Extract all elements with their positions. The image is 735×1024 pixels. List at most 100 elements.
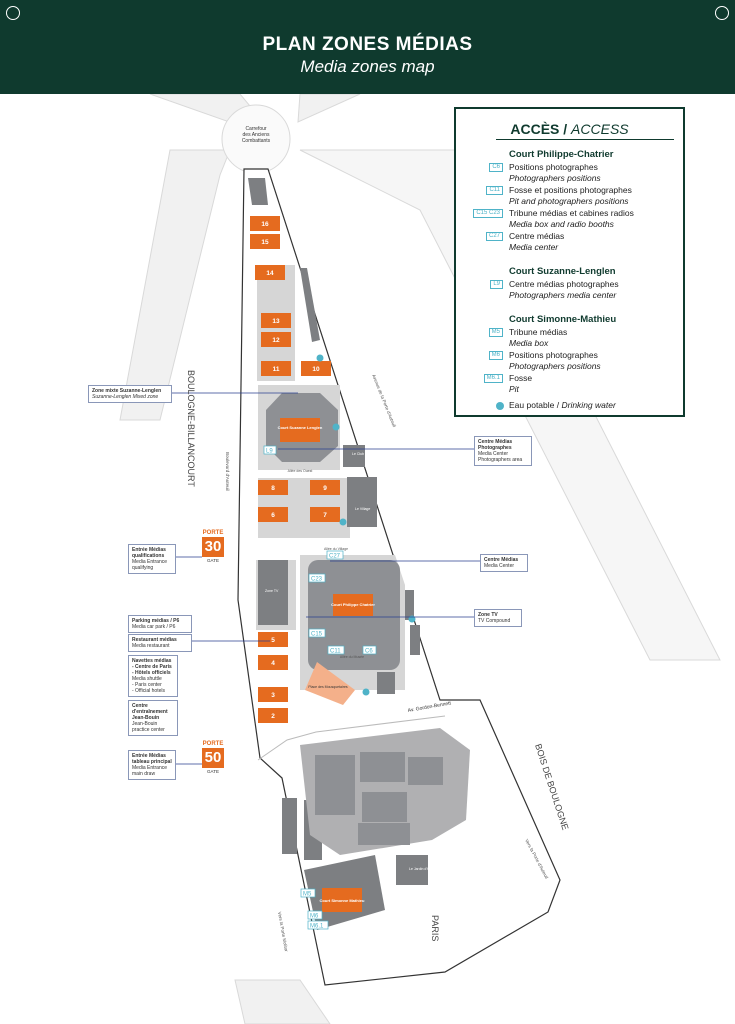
code-c15: C15 (311, 632, 323, 638)
water-icon (316, 354, 324, 362)
gate-50-number: 50 (202, 748, 224, 768)
gate-50: PORTE 50 GATE (202, 741, 224, 774)
boulevard-label: Boulevard d'Auteuil (225, 452, 230, 491)
paris-label: PARIS (430, 915, 440, 941)
legend-item: C6 Positions photographes (456, 162, 683, 173)
court-10-label: 10 (312, 366, 320, 373)
inner-road (257, 715, 446, 761)
page-subtitle: Media zones map (300, 57, 435, 76)
court-11-label: 11 (273, 366, 280, 373)
legend-text-en: Media box (509, 338, 549, 348)
code-m5: M5 (303, 892, 312, 898)
court-3-block (258, 687, 288, 702)
legend-item: C15 C23 Tribune médias et cabines radios (456, 208, 683, 219)
page-title: PLAN ZONES MÉDIAS (262, 34, 473, 55)
court-chatrier-block (333, 594, 373, 616)
legend-text-en: Pit and photographers positions (509, 196, 629, 206)
court-16-block (250, 216, 280, 231)
legend-title: ACCÈS / ACCESS (510, 121, 629, 137)
legend-code: C6 (489, 163, 503, 172)
court-8-block (258, 480, 288, 495)
legend-section-heading: Court Philippe-Chatrier (509, 149, 614, 160)
legend-section-heading: Court Simonne-Mathieu (509, 314, 617, 325)
bois-label: BOIS DE BOULOGNE (533, 743, 570, 832)
legend-section-heading: Court Suzanne-Lenglen (509, 266, 616, 277)
gate-30: PORTE 30 GATE (202, 530, 224, 563)
legend-code: M5 (488, 328, 503, 337)
legend-code: C11 (486, 186, 503, 195)
court-mathieu-label: Court Simonne Mathieu (320, 898, 365, 903)
water-icon (496, 402, 504, 410)
legend-rule (496, 139, 674, 140)
court-14-label: 14 (266, 270, 274, 277)
allee-village-label: Allée du Village (324, 547, 348, 551)
callout-shuttle: Navettes médias- Centre de Paris- Hôtels… (128, 655, 178, 697)
boulogne-label: BOULOGNE-BILLANCOURT (186, 370, 196, 487)
court-7-label: 7 (323, 512, 327, 519)
legend-text-fr: Centre médias (509, 231, 565, 241)
map-codes: L9 C27 C23 C15 C11 C6 M5 M6 M6.1 (263, 445, 377, 930)
court-7-block (310, 507, 340, 522)
legend-item: M5 Tribune médias (456, 327, 683, 338)
code-c27: C27 (329, 554, 341, 560)
zone-tv-label: Zone TV (265, 589, 279, 593)
court-10-block (301, 361, 331, 376)
legend-text-fr: Tribune médias et cabines radios (509, 208, 634, 218)
legend-item: C27 Centre médias (456, 231, 683, 242)
legend-text-fr: Positions photographes (509, 162, 598, 172)
court-8-label: 8 (271, 485, 275, 492)
court-6-block (258, 507, 288, 522)
street-network (119, 94, 721, 1024)
jardin-label: Le Jardin d'hiver (409, 867, 435, 871)
legend-text-fr: Centre médias photographes (509, 279, 619, 289)
court-4-block (258, 655, 288, 670)
court-12-block (261, 332, 291, 347)
water-icon (362, 688, 370, 696)
code-c6: C6 (365, 649, 373, 655)
legend-text-fr: Tribune médias (509, 327, 568, 337)
court-5-block (258, 632, 288, 647)
gate-30-number: 30 (202, 537, 224, 557)
header-banner: PLAN ZONES MÉDIAS Media zones map (0, 0, 735, 94)
avenue-label: Avenue de la Porte d'Auteuil (371, 374, 397, 428)
court-2-label: 2 (271, 713, 275, 720)
court-mathieu-block (322, 888, 362, 912)
court-16-label: 16 (261, 221, 269, 228)
legend-code: C15 C23 (473, 209, 503, 218)
court-3-label: 3 (271, 692, 275, 699)
code-c23: C23 (311, 577, 323, 583)
legend-text-en: Pit (509, 384, 519, 394)
callout-lines (168, 392, 480, 765)
water-icon (339, 518, 347, 526)
court-4-label: 4 (271, 660, 275, 667)
court-chatrier-label: Court Philippe Chatrier (331, 602, 375, 607)
legend-text-fr: Fosse et positions photographes (509, 185, 632, 195)
legend-text-fr: Fosse (509, 373, 533, 383)
allee-ouest-label: Allée des Ouest (288, 469, 313, 473)
legend-text-en: Photographers positions (509, 173, 601, 183)
court-11-block (261, 361, 291, 376)
court-12-label: 12 (272, 337, 280, 344)
legend-text-en: Photographers media center (509, 290, 617, 300)
court-2-block (258, 708, 288, 723)
court-13-label: 13 (272, 318, 280, 325)
legend-text-en: Photographers positions (509, 361, 601, 371)
crop-mark (6, 6, 20, 20)
court-9-block (310, 480, 340, 495)
court-6-label: 6 (271, 512, 275, 519)
court-15-block (250, 234, 280, 249)
legend-code: C27 (485, 232, 503, 241)
